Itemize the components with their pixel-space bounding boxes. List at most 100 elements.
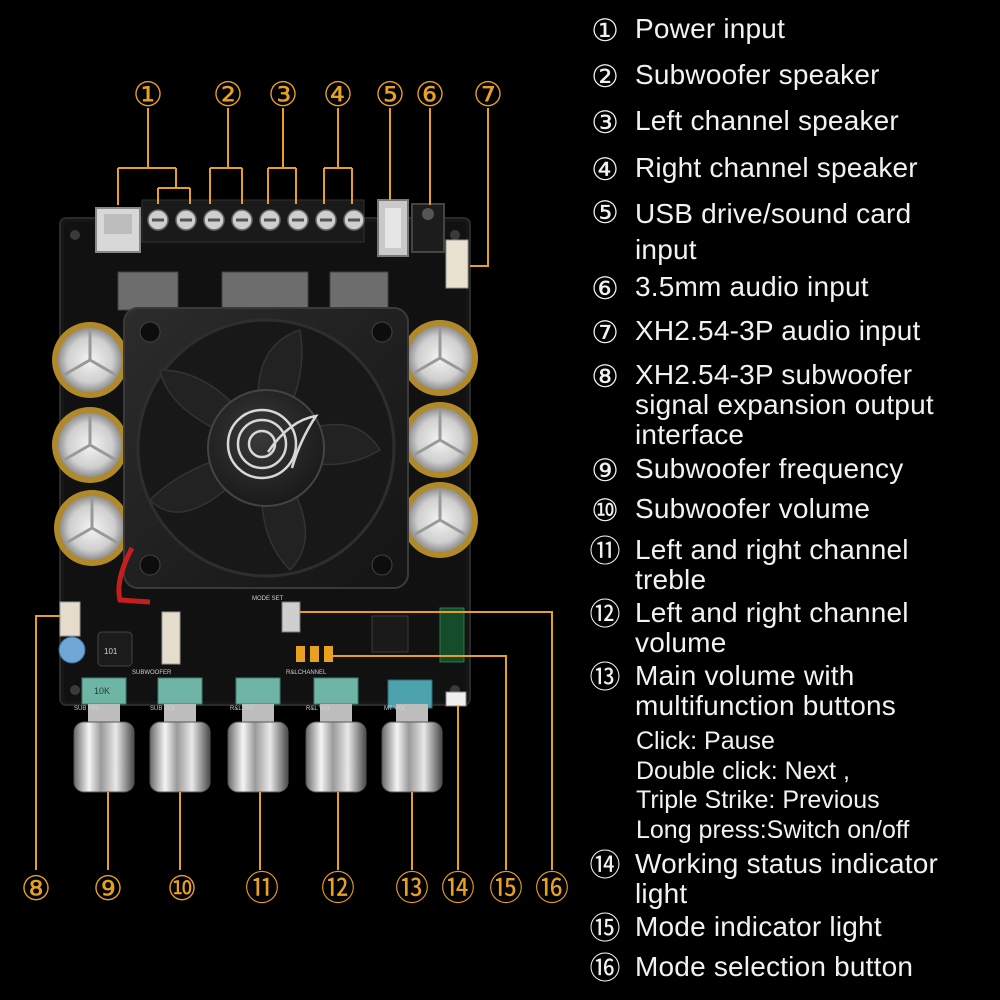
silkscreen-10k: 10K — [94, 686, 110, 696]
silkscreen-subwoofer: SUBWOOFER — [132, 670, 172, 676]
audio-jack-3-5mm — [411, 203, 445, 253]
legend-item: ⑨ Subwoofer frequency — [588, 453, 904, 489]
legend-text: Power input — [635, 13, 786, 44]
action-double-click: Double click: Next , — [636, 757, 850, 785]
legend-number: ⑪ — [589, 534, 621, 570]
legend-text: Subwoofer frequency — [635, 453, 904, 484]
silkscreen-sub-vol: SUB VOL — [150, 706, 177, 712]
callout-5: ⑤ — [375, 75, 405, 115]
legend-item: ④ Right channel speaker — [588, 152, 918, 188]
callout-numbers: ① ② ③ ④ ⑤ ⑥ ⑦ ⑧ ⑨ ⑩ ⑪ ⑫ ⑬ ⑭ ⑮ ⑯ — [21, 75, 569, 909]
control-section — [58, 601, 467, 707]
legend-text: Left channel speaker — [635, 105, 899, 136]
silkscreen-rl-vol: R&L VOL — [306, 706, 332, 712]
power-input-connector — [95, 207, 141, 253]
silkscreen-rl-tre: R&L TRE — [230, 706, 255, 712]
callout-10: ⑩ — [167, 869, 197, 909]
potentiometers — [81, 677, 433, 709]
callout-4: ④ — [323, 75, 353, 115]
knob-main-volume[interactable] — [381, 704, 443, 793]
xh-audio-input-connector — [445, 239, 469, 289]
knob-channel-volume[interactable] — [305, 704, 367, 793]
callout-13: ⑬ — [395, 869, 429, 909]
silkscreen-mt-vol: MT VOL — [384, 706, 407, 712]
callout-6: ⑥ — [415, 75, 445, 115]
legend-text: Subwoofer speaker — [635, 59, 880, 90]
red-wire — [116, 546, 151, 605]
cooling-fan — [123, 307, 409, 589]
silkscreen-mode-set: MODE SET — [252, 596, 284, 602]
knob-treble[interactable] — [227, 704, 289, 793]
usb-connector — [377, 199, 409, 257]
legend-text: Mode indicator light — [635, 911, 882, 942]
legend-item: ⑯ Mode selection button — [588, 951, 914, 987]
legend-number: ⑭ — [589, 848, 621, 884]
legend-item: ⑦ XH2.54-3P audio input — [588, 315, 921, 351]
legend-panel: ① Power input ② Subwoofer speaker ③ Left… — [588, 0, 998, 1000]
silkscreen-sub-fre: SUB FRE — [74, 706, 100, 712]
callout-15: ⑮ — [489, 869, 523, 909]
mode-indicator-leds — [296, 646, 333, 662]
capacitors — [52, 320, 478, 566]
legend-text: Right channel speaker — [635, 152, 918, 183]
legend-number: ⑫ — [589, 597, 621, 633]
legend-number: ⑮ — [589, 911, 621, 947]
knob-subwoofer-volume[interactable] — [149, 704, 211, 793]
legend-number: ⑨ — [591, 453, 619, 489]
legend-text: Mode selection button — [635, 951, 914, 982]
power-stage-components — [117, 271, 389, 311]
fan-logo-icon — [226, 408, 319, 480]
legend-number: ⑧ — [591, 359, 619, 395]
action-triple-strike: Triple Strike: Previous — [636, 786, 880, 814]
legend-text: Subwoofer volume — [635, 493, 871, 524]
action-long-press: Long press:Switch on/off — [636, 816, 910, 844]
speaker-terminal-block — [141, 199, 365, 243]
legend-item: ③ Left channel speaker — [588, 105, 899, 141]
callout-9: ⑨ — [93, 869, 123, 909]
action-click: Click: Pause — [636, 727, 775, 755]
callout-7: ⑦ — [473, 75, 503, 115]
legend-number: ⑤ — [591, 195, 619, 231]
legend-item: ⑮ Mode indicator light — [588, 911, 882, 947]
legend-number: ① — [591, 13, 619, 49]
mode-selection-button[interactable] — [281, 601, 301, 633]
silkscreen-rlchannel: R&LCHANNEL — [286, 670, 327, 676]
legend-number: ⑯ — [589, 951, 621, 987]
legend-number: ② — [591, 59, 619, 95]
callout-2: ② — [213, 75, 243, 115]
legend-number: ⑦ — [591, 315, 619, 351]
callout-leader-lines — [35, 108, 553, 870]
callout-1: ① — [133, 75, 163, 115]
legend-text: XH2.54-3P audio input — [635, 315, 921, 346]
legend-number: ⑬ — [589, 660, 621, 696]
legend-text: 3.5mm audio input — [635, 271, 869, 302]
knob-subwoofer-frequency[interactable] — [73, 704, 135, 793]
silkscreen-101: 101 — [104, 647, 118, 656]
silkscreen-labels: SUB FRE SUB VOL SUBWOOFER R&L TRE R&L VO… — [74, 596, 407, 712]
legend-item: ② Subwoofer speaker — [588, 59, 880, 95]
legend-item: ① Power input — [588, 13, 786, 49]
status-led — [445, 691, 467, 707]
legend-number: ④ — [591, 152, 619, 188]
legend-number: ③ — [591, 105, 619, 141]
callout-14: ⑭ — [441, 869, 475, 909]
callout-3: ③ — [268, 75, 298, 115]
callout-16: ⑯ — [535, 869, 569, 909]
legend-number: ⑥ — [591, 271, 619, 307]
legend-item: ⑥ 3.5mm audio input — [588, 271, 869, 307]
callout-12: ⑫ — [321, 869, 355, 909]
legend-number: ⑩ — [591, 493, 619, 529]
callout-8: ⑧ — [21, 869, 51, 909]
